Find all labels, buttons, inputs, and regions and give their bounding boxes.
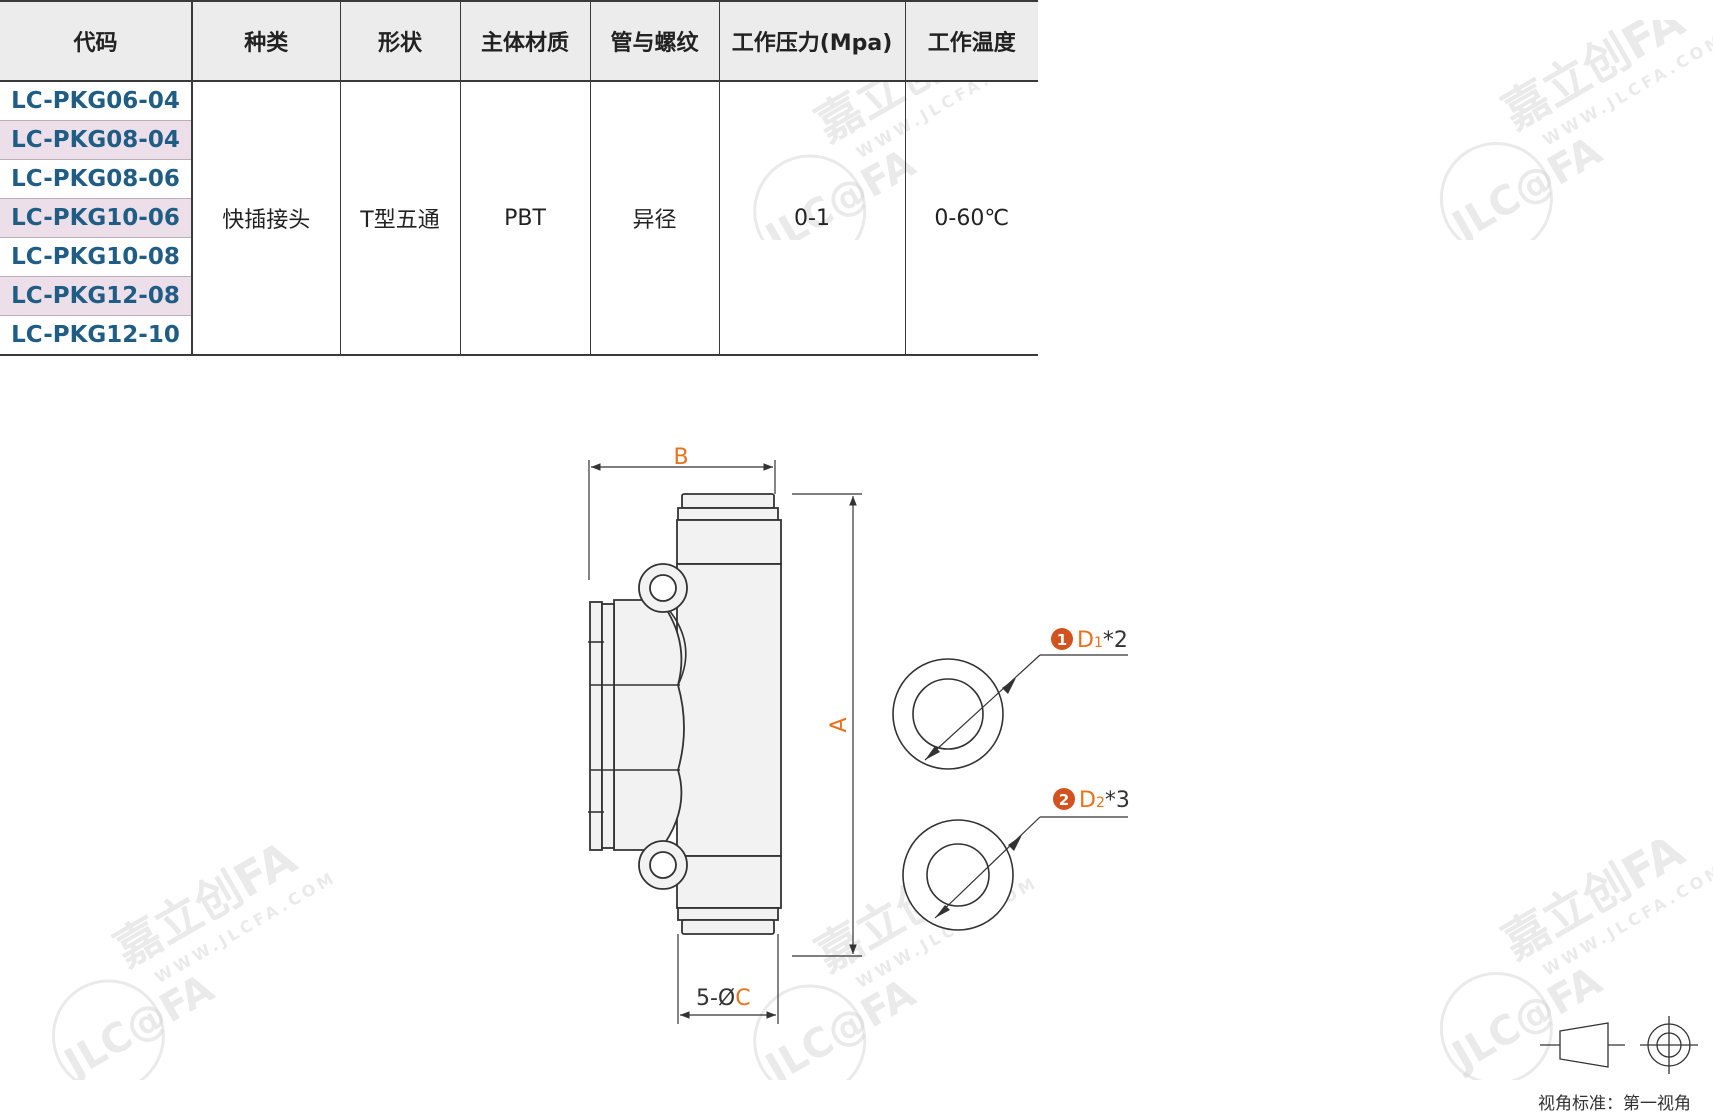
table-row: LC-PKG12-08 [0,276,1038,316]
table-row: LC-PKG08-06 [0,159,1038,199]
table-header-row: 代码 种类 形状 主体材质 管与螺纹 工作压力(Mpa) 工作温度 [0,0,1038,82]
projection-symbol-icon [1540,1016,1698,1074]
label-a: A [827,717,852,732]
pressure-cell: 0-1 [719,81,906,356]
label-b: B [673,445,688,470]
spec-table: 代码 种类 形状 主体材质 管与螺纹 工作压力(Mpa) 工作温度 LC-PKG… [0,0,1038,356]
header-type: 种类 [192,0,341,82]
code-cell: LC-PKG12-10 [0,315,193,356]
d2-badge: 2 [1053,788,1075,810]
label-d2: D2*3 [1079,788,1130,813]
d1-badge: 1 [1051,628,1073,650]
code-cell: LC-PKG08-06 [0,159,193,199]
code-cell: LC-PKG10-08 [0,237,193,277]
temperature-cell: 0-60℃ [905,81,1038,356]
shape-cell: T型五通 [340,81,461,356]
header-pressure: 工作压力(Mpa) [719,0,906,82]
header-shape: 形状 [340,0,461,82]
type-cell: 快插接头 [192,81,341,356]
label-c: 5-ØC [696,986,751,1011]
port-d2-detail [902,816,1128,931]
header-tube-thread: 管与螺纹 [590,0,720,82]
dimension-c [677,934,779,1024]
code-cell: LC-PKG06-04 [0,81,193,121]
material-cell: PBT [460,81,591,356]
svg-text:2: 2 [1059,791,1069,809]
code-cell: LC-PKG08-04 [0,120,193,160]
code-cell: LC-PKG10-06 [0,198,193,238]
view-standard-label: 视角标准：第一视角 [1538,1094,1691,1114]
header-material: 主体材质 [460,0,591,82]
port-d1-detail [892,654,1128,770]
svg-text:1: 1 [1057,631,1067,649]
tube-thread-cell: 异径 [590,81,720,356]
table-row: LC-PKG10-06 [0,198,1038,238]
dimension-b [588,460,776,580]
table-row: LC-PKG12-10 [0,315,1038,356]
code-cell: LC-PKG12-08 [0,276,193,316]
mounting-ear-bottom [638,840,688,890]
table-row: LC-PKG08-04 [0,120,1038,160]
header-temperature: 工作温度 [905,0,1038,82]
header-code: 代码 [0,0,193,82]
dimension-a [792,493,862,957]
label-d1: D1*2 [1077,628,1128,653]
mounting-ear-top [638,563,688,613]
fitting-body [589,493,782,935]
table-row: LC-PKG10-08 [0,237,1038,277]
table-row: LC-PKG06-04 快插接头 T型五通 PBT 异径 0-1 0-60℃ [0,81,1038,356]
